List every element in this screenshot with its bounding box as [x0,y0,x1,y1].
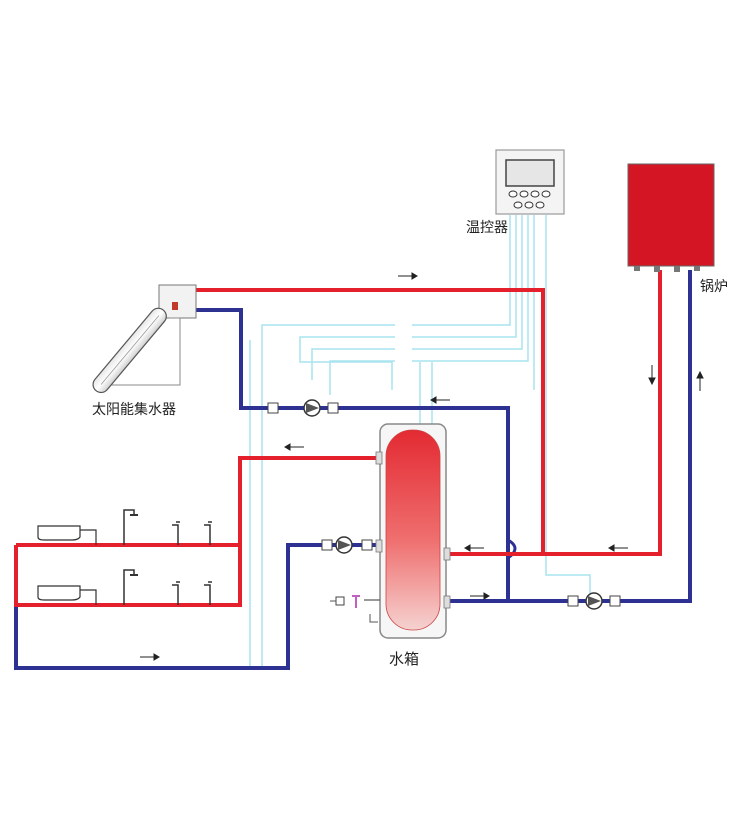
arrow-left-icon [464,544,484,552]
arrow-down-icon [648,365,656,386]
pump-boiler-loop [567,592,621,610]
arrow-left-icon [608,544,628,552]
pump-house-loop [321,536,373,554]
water-tank [330,423,451,639]
arrow-up-icon [696,370,704,391]
boiler [627,163,715,272]
cold-pipes [14,270,692,670]
signal-wires [249,215,591,668]
arrow-right-icon [398,272,418,280]
hot-pipes [14,270,662,607]
boiler-label: 锅炉 [700,279,728,295]
solar-collector-label: 太阳能集水器 [92,401,176,418]
bathtub-upper [37,525,97,545]
faucets-upper [172,521,212,545]
thermostat-label: 温控器 [466,220,508,236]
flow-arrows [140,272,704,661]
thermostat-buttons [508,190,551,209]
faucets-lower [172,581,212,605]
arrow-right-icon [470,592,490,600]
water-tank-label: 水箱 [389,650,419,668]
tank-inlet-valve [330,595,360,608]
thermostat [495,149,565,215]
shower-lower [123,569,138,605]
bathtub-lower [37,585,97,605]
arrow-right-icon [140,653,160,661]
arrow-left-icon [430,396,450,404]
shower-upper [123,509,138,545]
pump-solar-loop [267,399,339,417]
solar-collector [92,284,197,394]
arrow-left-icon [284,443,304,451]
